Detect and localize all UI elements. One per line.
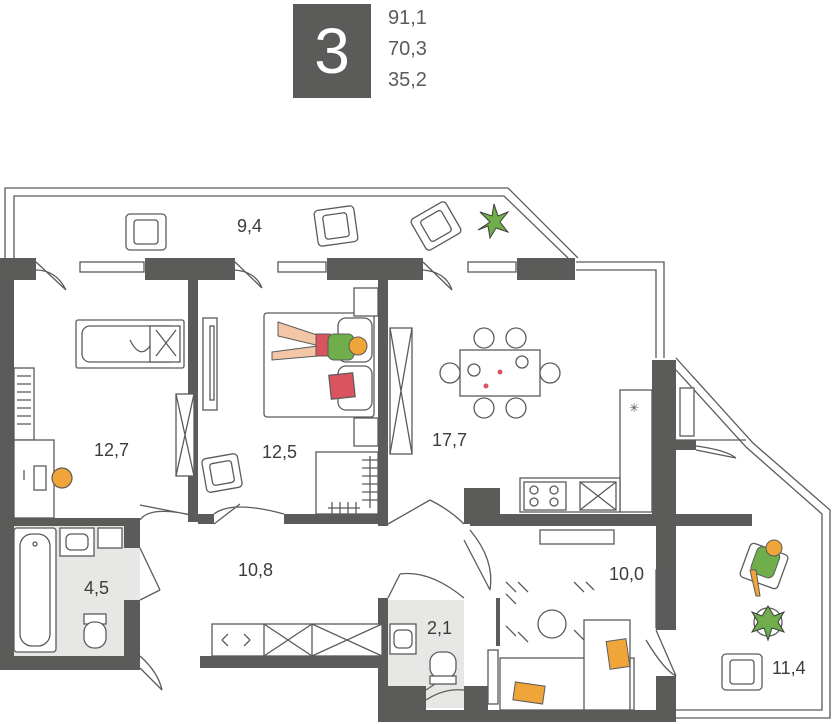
room-area-bathroom: 4,5 — [84, 578, 109, 598]
single-bed — [75, 319, 185, 369]
plant-balcony-right — [750, 605, 786, 642]
sofa — [499, 619, 635, 711]
area-summary: 91,1 70,3 35,2 — [388, 3, 458, 96]
radiator-left — [13, 367, 35, 441]
armchair-balcony-3 — [410, 201, 462, 251]
washer — [97, 527, 123, 549]
double-bed — [263, 312, 375, 418]
balcony-top-outline — [4, 187, 579, 259]
toilet-wc — [429, 651, 457, 685]
living-area: 70,3 — [388, 38, 427, 60]
desk — [13, 439, 73, 519]
total-area: 91,1 — [388, 7, 427, 29]
toilet-bath — [83, 613, 107, 649]
room-area-kitchen-dining: 17,7 — [432, 430, 467, 450]
snowflake-vent-icon: ✳ — [629, 401, 639, 415]
wardrobe-master — [389, 327, 413, 455]
armchair-balcony-right — [721, 653, 763, 691]
closet-master — [315, 451, 379, 515]
armchair-balcony-2 — [313, 205, 359, 247]
room-area-toilet: 2,1 — [427, 618, 452, 638]
sink-bath — [59, 527, 95, 557]
nightstands — [353, 287, 379, 447]
room-area-hallway: 10,8 — [238, 560, 273, 580]
doors — [35, 261, 737, 701]
bathtub — [13, 527, 57, 653]
tv-stand — [202, 317, 218, 411]
wardrobe-left — [175, 393, 195, 477]
person-chair-balcony — [739, 539, 789, 597]
radiator-right — [679, 387, 695, 437]
room-area-balcony-top: 9,4 — [237, 216, 262, 236]
armchair-master — [201, 453, 243, 493]
room-area-balcony-right: 11,4 — [772, 658, 806, 678]
armchair-balcony-1 — [125, 213, 167, 251]
kitchen-counter: ✳ — [519, 389, 653, 545]
plant-balcony-top — [477, 203, 510, 240]
dining-table — [439, 327, 561, 419]
sink-toilet — [389, 623, 417, 655]
room-area-living: 10,0 — [609, 564, 644, 584]
hall-wardrobe — [211, 623, 383, 657]
rooms-count-badge: 3 — [293, 4, 371, 98]
room-area-bedroom-master: 12,5 — [262, 442, 297, 462]
coffee-table — [537, 609, 567, 639]
windows — [79, 261, 667, 629]
room-area-bedroom-left: 12,7 — [94, 440, 129, 460]
kitchen-area: 35,2 — [388, 69, 427, 91]
tv-living — [487, 649, 499, 705]
